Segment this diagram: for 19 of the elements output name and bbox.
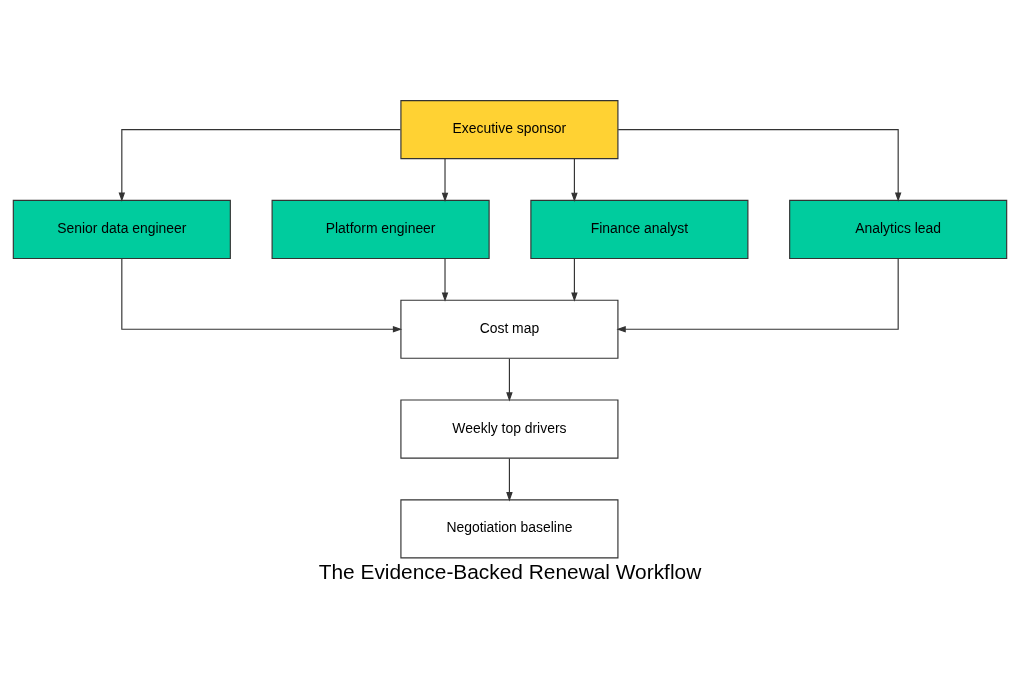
node-box: Executive sponsor: [400, 99, 619, 159]
node-box: Analytics lead: [789, 199, 1008, 259]
arrow: [441, 158, 449, 202]
arrow: [571, 158, 578, 202]
node-box: Finance analyst: [530, 199, 749, 259]
arrow: [571, 257, 578, 302]
arrow: [617, 128, 902, 202]
caption: The Evidence-Backed Renewal Workflow: [318, 559, 702, 583]
arrow: [121, 257, 403, 332]
node-box: Senior data engineer: [12, 199, 231, 259]
node-box: Negotiation baseline: [400, 498, 619, 558]
node-box: Platform engineer: [271, 199, 490, 259]
node-box: Weekly top drivers: [400, 398, 619, 459]
arrow: [506, 457, 513, 501]
arrow: [441, 257, 449, 302]
node-box: Cost map: [400, 299, 619, 359]
arrow: [506, 357, 513, 402]
arrow: [118, 128, 401, 202]
arrow: [616, 257, 899, 332]
